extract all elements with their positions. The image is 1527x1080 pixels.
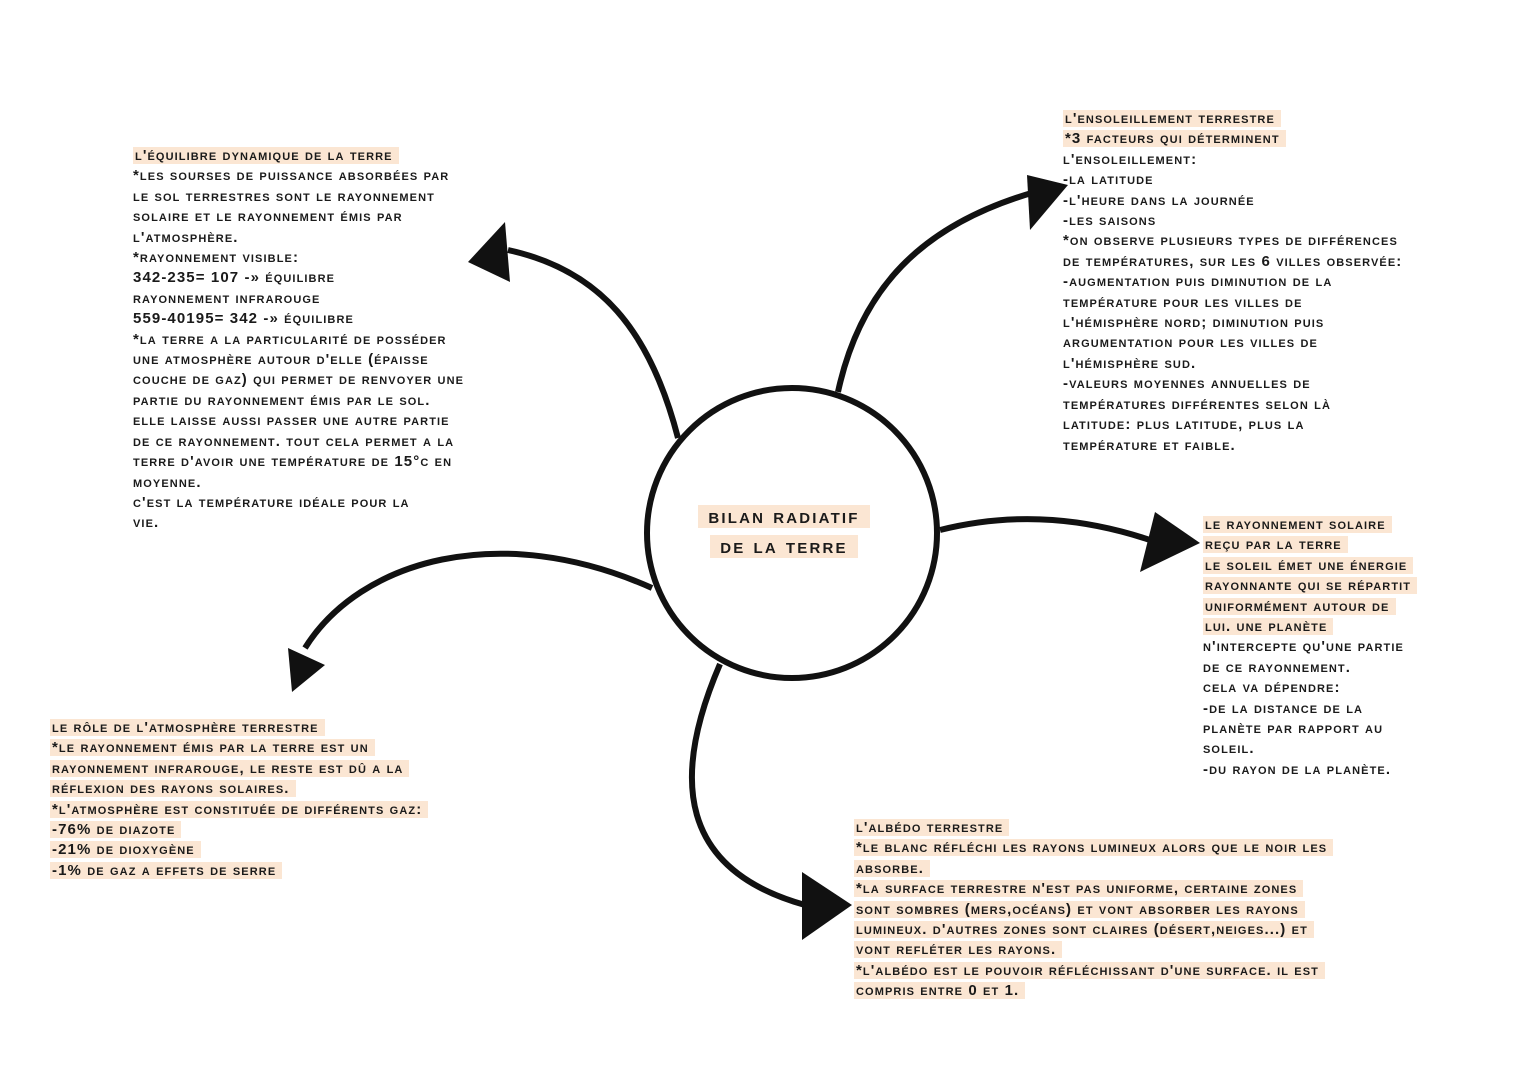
- text-line: partie du rayonnement émis par le sol.: [133, 391, 431, 409]
- text-line: Terre d'avoir une température de 15°C en: [133, 453, 453, 471]
- text-line: Le soleil émet une énergie: [1203, 556, 1414, 574]
- text-line: -du rayon de la planète.: [1203, 760, 1392, 778]
- text-line: Rayonnement infrarouge: [133, 289, 321, 307]
- text-line: *3 facteurs qui déterminent: [1063, 130, 1286, 148]
- text-line: *l'atmosphère est constituée de différen…: [50, 800, 429, 818]
- text-line: n'intercepte qu'une partie: [1203, 638, 1404, 656]
- text-line: températures différentes selon là: [1063, 395, 1331, 413]
- albedo-block: L'albédo terrestre *le blanc réfléchi le…: [854, 818, 1334, 1002]
- text-line: 342-235= 107 -» équilibre: [133, 269, 336, 287]
- block-title: L'équilibre dynamique de la Terre: [133, 147, 399, 164]
- rayonnement-solaire-block: Le rayonnement solaire reçu par la Terre…: [1203, 515, 1418, 780]
- text-line: Elle laisse aussi passer une autre parti…: [133, 412, 450, 430]
- text-line: *le blanc réfléchi les rayons lumineux a…: [854, 839, 1334, 857]
- equilibre-dynamique-block: L'équilibre dynamique de la Terre *Les s…: [133, 146, 464, 534]
- arrowhead-topright: [1027, 175, 1068, 230]
- text-line: -Les saisons: [1063, 212, 1157, 230]
- text-line: température et faible.: [1063, 436, 1236, 454]
- arrow-to-atmosphere: [302, 550, 654, 650]
- block-title: Le rôle de l'atmosphère terrestre: [50, 719, 325, 736]
- text-line: -augmentation puis diminution de la: [1063, 273, 1333, 291]
- central-circle: [644, 385, 940, 681]
- text-line: compris entre 0 et 1.: [854, 982, 1026, 1000]
- text-line: rayonnement infrarouge, le reste est dû …: [50, 759, 410, 777]
- central-title-line2: de la Terre: [710, 535, 858, 558]
- central-title: Bilan radiatif de la Terre: [668, 502, 900, 562]
- text-line: *la Terre a la particularité de posséder: [133, 330, 447, 348]
- text-line: Soleil.: [1203, 740, 1255, 758]
- text-line: C'est la température idéale pour la: [133, 493, 410, 511]
- text-line: planète par rapport au: [1203, 720, 1384, 738]
- text-line: moyenne.: [133, 473, 202, 491]
- block-title: L'ensoleillement terrestre: [1063, 110, 1281, 127]
- arrowhead-right: [1140, 512, 1200, 572]
- text-line: reçu par la Terre: [1203, 536, 1348, 554]
- text-line: de températures, sur les 6 villes observ…: [1063, 252, 1403, 270]
- text-line: solaire et le rayonnement émis par: [133, 208, 403, 226]
- text-line: de ce rayonnement.: [1203, 658, 1352, 676]
- text-line: l'hémisphère nord; diminution puis: [1063, 314, 1325, 332]
- text-line: vont refléter les rayons.: [854, 941, 1063, 959]
- block-title: Le rayonnement solaire: [1203, 516, 1392, 533]
- text-line: *la surface terrestre n'est pas uniforme…: [854, 880, 1304, 898]
- arrowhead-topleft: [468, 222, 510, 282]
- arrow-to-rayonnement-solaire: [939, 516, 1151, 543]
- text-line: réflexion des rayons solaires.: [50, 780, 296, 798]
- arrowhead-bottom: [802, 872, 852, 940]
- arrow-to-equilibre: [507, 247, 681, 439]
- text-line: l'hémisphère sud.: [1063, 354, 1197, 372]
- text-line: l'ensoleillement:: [1063, 150, 1198, 168]
- text-line: absorbe.: [854, 859, 930, 877]
- text-line: -76% de diazote: [50, 821, 182, 839]
- text-line: *On observe plusieurs types de différenc…: [1063, 232, 1398, 250]
- text-line: température pour les villes de: [1063, 293, 1303, 311]
- text-line: -valeurs moyennes annuelles de: [1063, 375, 1311, 393]
- text-line: sont sombres (mers,océans) et vont absor…: [854, 900, 1305, 918]
- role-atmosphere-block: Le rôle de l'atmosphère terrestre *le ra…: [50, 718, 429, 881]
- text-line: le sol terrestres sont le rayonnement: [133, 187, 435, 205]
- text-line: 559-40195= 342 -» équilibre: [133, 310, 354, 328]
- text-line: argumentation pour les villes de: [1063, 334, 1318, 352]
- arrow-to-albedo: [688, 662, 806, 908]
- text-line: lumineux. D'autres zones sont claires (d…: [854, 921, 1314, 939]
- text-line: Cela va dépendre:: [1203, 679, 1341, 697]
- ensoleillement-block: L'ensoleillement terrestre *3 facteurs q…: [1063, 109, 1402, 456]
- text-line: rayonnante qui se répartit: [1203, 577, 1418, 595]
- text-line: latitude: plus latitude, plus la: [1063, 416, 1305, 434]
- text-line: de ce rayonnement. Tout cela permet a la: [133, 432, 455, 450]
- text-line: *l'albédo est le pouvoir réfléchissant d…: [854, 961, 1325, 979]
- text-line: une atmosphère autour d'elle (épaisse: [133, 351, 429, 369]
- text-line: vie.: [133, 514, 160, 532]
- central-title-line1: Bilan radiatif: [698, 505, 870, 528]
- text-line: uniformément autour de: [1203, 597, 1396, 615]
- text-line: *le rayonnement émis par la Terre est un: [50, 739, 375, 757]
- text-line: *rayonnement visible:: [133, 249, 300, 267]
- text-line: -1% de gaz a effets de serre: [50, 861, 283, 879]
- arrowhead-bottomleft: [288, 648, 325, 692]
- text-line: -L'heure dans la journée: [1063, 191, 1255, 209]
- text-line: couche de gaz) qui permet de renvoyer un…: [133, 371, 465, 389]
- text-line: -la latitude: [1063, 171, 1154, 189]
- block-title: L'albédo terrestre: [854, 819, 1010, 836]
- arrow-to-ensoleillement: [835, 189, 1036, 393]
- text-line: l'atmosphère.: [133, 228, 239, 246]
- text-line: lui. Une planète: [1203, 618, 1334, 636]
- text-line: *Les sourses de puissance absorbées par: [133, 167, 450, 185]
- text-line: -21% de dioxygène: [50, 841, 201, 859]
- text-line: -de la distance de la: [1203, 699, 1364, 717]
